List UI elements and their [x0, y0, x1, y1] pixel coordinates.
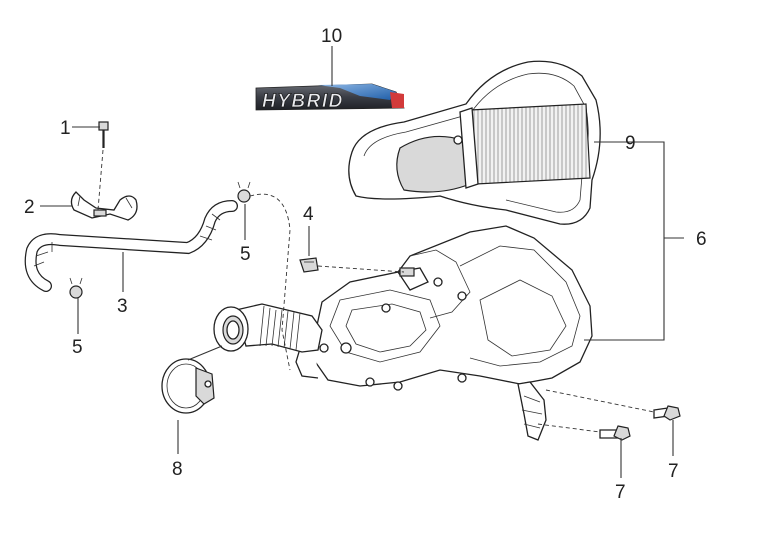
assembly-line-7b: [537, 423, 601, 433]
assembly-line-4: [317, 265, 405, 273]
bolt-1: [98, 121, 109, 148]
hybrid-badge-text: HYBRID: [262, 91, 344, 112]
callout-5-lower: 5: [72, 337, 83, 358]
hose-bracket: [70, 191, 138, 221]
air-filter-element: [453, 103, 591, 189]
bolt-7-upper: [653, 405, 681, 421]
callout-6: 6: [696, 229, 707, 250]
hose-clamp: [161, 358, 215, 414]
leader-line-8b: [187, 345, 223, 361]
retaining-clip: [299, 257, 319, 273]
bolt-7-lower: [599, 425, 631, 441]
assembly-line-7a: [545, 389, 655, 413]
callout-10: 10: [321, 26, 342, 47]
assembly-line-clip: [249, 193, 291, 371]
hybrid-badge: HYBRID: [255, 83, 405, 112]
callout-2: 2: [24, 197, 35, 218]
callout-7-left: 7: [615, 482, 626, 503]
breather-hose: [24, 200, 238, 292]
leader-line-6: [584, 141, 665, 341]
callout-8: 8: [172, 459, 183, 480]
callout-3: 3: [117, 296, 128, 317]
callout-7-right: 7: [668, 461, 679, 482]
callout-9: 9: [625, 133, 636, 154]
callout-1: 1: [60, 118, 71, 139]
callout-5-upper: 5: [240, 244, 251, 265]
intake-duct: [213, 303, 323, 353]
assembly-line-1: [97, 149, 104, 211]
callout-4: 4: [303, 204, 314, 225]
air-box-housing: [295, 225, 593, 441]
hose-clip-upper: [237, 181, 251, 203]
hose-clip-lower: [69, 277, 83, 299]
